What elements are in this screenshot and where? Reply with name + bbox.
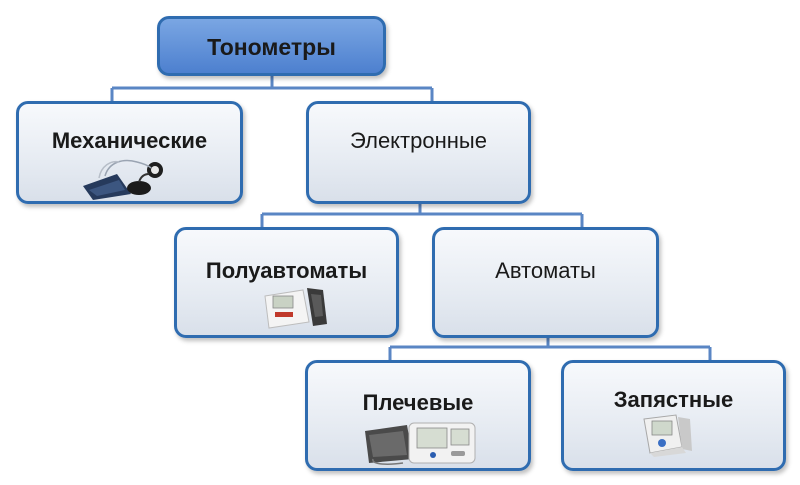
node-label: Запястные bbox=[613, 387, 734, 412]
upper-arm-monitor-icon bbox=[365, 422, 476, 465]
node-automatic: Автоматы bbox=[432, 227, 659, 338]
node-tonometers: Тонометры bbox=[157, 16, 386, 76]
node-label: Тонометры bbox=[207, 34, 336, 60]
node-electronic: Электронные bbox=[306, 101, 531, 204]
node-label: Плечевые bbox=[362, 390, 474, 415]
node-label: Полуавтоматы bbox=[205, 258, 368, 283]
cuff-manometer-icon bbox=[83, 159, 163, 200]
node-semi-automatic: Полуавтоматы bbox=[174, 227, 399, 338]
wrist-monitor-icon bbox=[643, 414, 692, 457]
semi-automatic-monitor-icon bbox=[264, 288, 327, 329]
node-mechanical: Механические bbox=[16, 101, 243, 204]
node-label: Механические bbox=[51, 128, 208, 153]
node-label: Автоматы bbox=[495, 258, 596, 283]
node-label: Электронные bbox=[350, 128, 487, 153]
node-wrist: Запястные bbox=[561, 360, 786, 471]
node-upper-arm: Плечевые bbox=[305, 360, 531, 471]
